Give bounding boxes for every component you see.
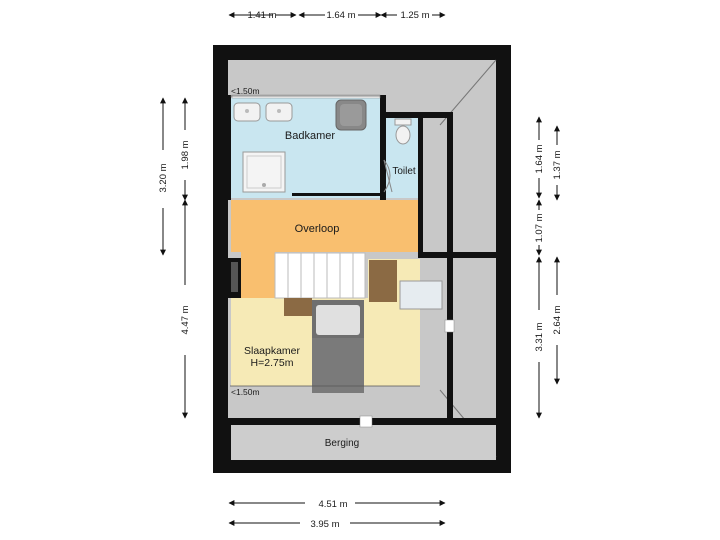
dimension-bottom: 4.51 m 3.95 m — [228, 499, 446, 530]
wall-bath-bottom-right — [292, 193, 380, 196]
dim-bottom-inner: 3.95 m — [310, 519, 339, 530]
wall-toilet-right — [418, 115, 423, 252]
dimension-left: 3.20 m 1.98 m 4.47 m — [158, 97, 191, 419]
dim-left-outer: 3.20 m — [158, 163, 169, 192]
sink-left-icon — [233, 102, 261, 122]
dim-right-middle: 1.07 m — [534, 213, 545, 242]
bathroom-label: Badkamer — [285, 130, 335, 142]
dim-top-3: 1.25 m — [400, 10, 429, 21]
bed-icon — [312, 300, 364, 393]
bath-tub-icon — [335, 99, 367, 131]
storage-label: Berging — [325, 438, 359, 449]
low-ceiling-note-bottom: <1.50m — [231, 387, 260, 397]
dim-bottom-outer: 4.51 m — [318, 499, 347, 510]
bedroom-label: Slaapkamer — [244, 345, 301, 357]
toilet-bowl-icon — [394, 118, 412, 145]
toilet-label: Toilet — [392, 166, 416, 177]
dim-right-outer-top: 1.37 m — [552, 150, 563, 179]
dim-right-lower-inner: 2.64 m — [552, 305, 563, 334]
wall-right-upper — [447, 112, 453, 252]
landing-floor-left — [241, 252, 275, 298]
dimension-right: 1.64 m 1.37 m 1.07 m 3.31 m 2.64 m — [534, 116, 563, 419]
dim-right-lower-outer: 3.31 m — [534, 322, 545, 351]
wall-bath-left — [228, 95, 231, 200]
dim-top-1: 1.41 m — [247, 10, 276, 21]
window-right — [444, 319, 455, 333]
toilet-door-icon — [383, 159, 393, 193]
shower-tray-icon — [242, 151, 286, 193]
wall-bath-right — [380, 95, 386, 200]
window-bottom — [359, 415, 373, 428]
dim-left-inner-top: 1.98 m — [180, 140, 191, 169]
landing-floor — [231, 200, 418, 252]
wall-toilet-top — [386, 112, 452, 118]
chimney-inner — [231, 262, 238, 292]
bedroom-height-label: H=2.75m — [251, 357, 294, 369]
dimension-top: 1.41 m 1.64 m 1.25 m — [228, 10, 446, 21]
dim-right-inner-top: 1.64 m — [534, 144, 545, 173]
cabinet-icon — [399, 280, 443, 310]
dim-left-lower: 4.47 m — [180, 305, 191, 334]
staircase — [274, 252, 366, 299]
storage-floor — [231, 425, 496, 460]
low-ceiling-note-top: <1.50m — [231, 86, 260, 96]
window-top — [231, 94, 381, 99]
landing-label: Overloop — [295, 223, 340, 235]
wall-right-lower — [447, 252, 453, 418]
sink-right-icon — [265, 102, 293, 122]
wall-mid-horizontal — [418, 252, 496, 258]
rug-icon — [284, 298, 312, 316]
desk-icon — [369, 260, 397, 302]
dim-top-2: 1.64 m — [326, 10, 355, 21]
